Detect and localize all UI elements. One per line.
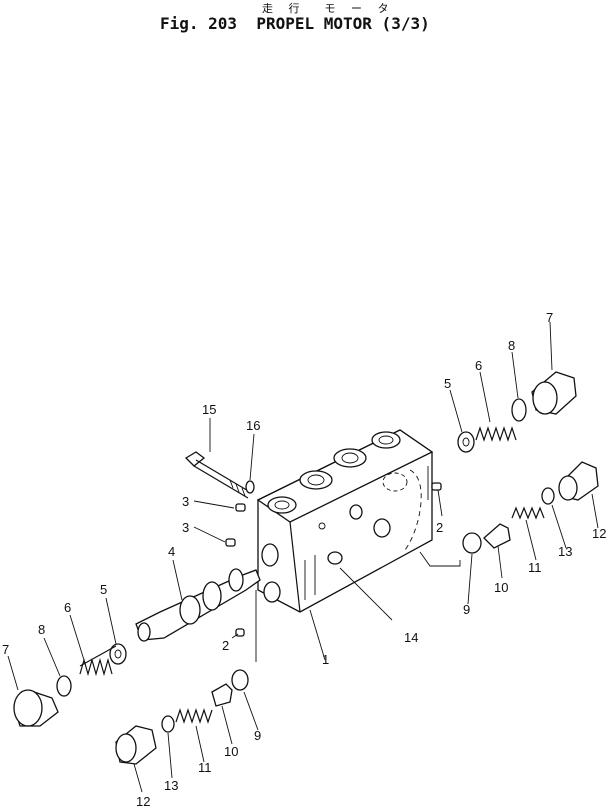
- ring-13-right: [541, 487, 555, 505]
- callout-3-upper: 3: [182, 494, 189, 509]
- callout-11-left: 11: [198, 760, 212, 775]
- washer-5-left: [109, 643, 127, 665]
- callout-13-left: 13: [164, 778, 178, 793]
- plug-3-lower: [225, 538, 236, 547]
- ring-9-left: [231, 669, 249, 691]
- ring-13-left: [161, 715, 175, 733]
- figure-caption-japanese: 走 行 モ ー タ: [262, 2, 395, 15]
- leader-lines: [7, 321, 599, 793]
- callout-10-right: 10: [494, 580, 508, 595]
- plug-7-left: [13, 689, 59, 727]
- callout-9-right: 9: [463, 602, 470, 617]
- ring-8-left: [56, 675, 72, 697]
- plug-2-upper: [431, 482, 442, 491]
- valve-body: [256, 429, 434, 613]
- callout-13-right: 13: [558, 544, 572, 559]
- callout-5-left: 5: [100, 582, 107, 597]
- poppet-10-left: [211, 683, 233, 707]
- callout-5-right: 5: [444, 376, 451, 391]
- washer-16: [245, 480, 255, 494]
- callout-6-left: 6: [64, 600, 71, 615]
- callout-12-right: 12: [592, 526, 606, 541]
- callout-4: 4: [168, 544, 175, 559]
- callout-8-right: 8: [508, 338, 515, 353]
- callout-7-left: 7: [2, 642, 9, 657]
- spring-11-right: [511, 506, 545, 520]
- spring-11-left: [175, 708, 213, 724]
- plug-3-upper: [235, 503, 246, 512]
- callout-16: 16: [246, 418, 260, 433]
- callout-14: 14: [404, 630, 418, 645]
- callout-1: 1: [322, 652, 329, 667]
- callout-9-left: 9: [254, 728, 261, 743]
- plug-7-right: [531, 371, 577, 415]
- callout-2-lower: 2: [222, 638, 229, 653]
- poppet-10-right: [483, 523, 511, 549]
- callout-6-right: 6: [475, 358, 482, 373]
- callout-8-left: 8: [38, 622, 45, 637]
- callout-10-left: 10: [224, 744, 238, 759]
- callout-15: 15: [202, 402, 216, 417]
- washer-5-right: [457, 431, 475, 453]
- spring-6-left: [79, 645, 117, 677]
- callout-7-right: 7: [546, 310, 553, 325]
- callout-12-left: 12: [136, 794, 150, 809]
- spring-6-right: [475, 426, 517, 442]
- figure-caption: Fig. 203 PROPEL MOTOR (3/3): [160, 14, 430, 33]
- plug-12-left: [115, 725, 157, 765]
- callout-11-right: 11: [528, 560, 542, 575]
- callout-2-upper: 2: [436, 520, 443, 535]
- ring-8-right: [511, 398, 527, 422]
- callout-3-lower: 3: [182, 520, 189, 535]
- ring-9-right: [462, 532, 482, 554]
- callout-labels: 1 2 2 3 3 4 5 5 6 6 7 7 8 8 9 9 10 10 11…: [2, 310, 606, 809]
- bolt-15: [184, 451, 251, 499]
- spool-4: [135, 568, 261, 642]
- plug-12-right: [558, 461, 599, 501]
